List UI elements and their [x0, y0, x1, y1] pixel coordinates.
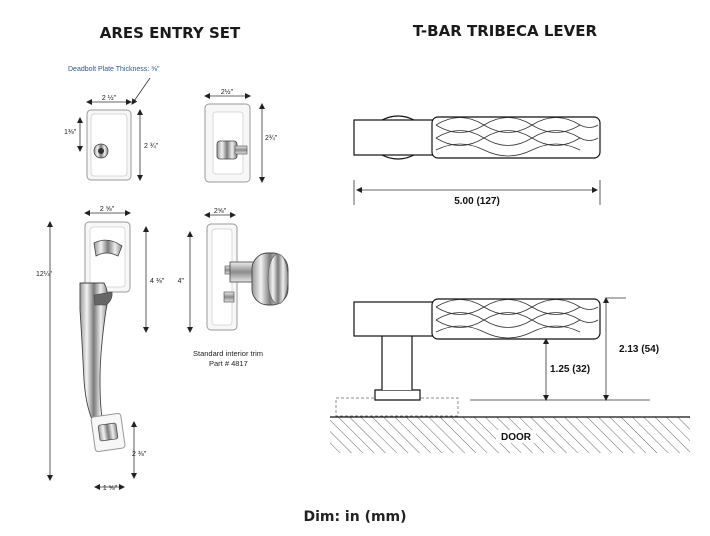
deadbolt-side-view — [204, 103, 251, 183]
cylinder-offset-dim: 1⅜" — [64, 129, 77, 136]
projection-dim: 2.13 (54) — [619, 344, 659, 355]
deadbolt-side-height-dim: 2¾" — [265, 135, 278, 142]
lever-side-view — [335, 298, 601, 417]
right-title: T-BAR TRIBECA LEVER — [413, 22, 598, 40]
handleset-front-view — [79, 221, 131, 453]
units-footer: Dim: in (mm) — [303, 509, 406, 525]
clearance-dim: 1.25 (32) — [550, 364, 590, 375]
interior-caption-line2: Part # 4817 — [209, 359, 248, 368]
deadbolt-front-view — [86, 109, 132, 181]
thumb-turn — [216, 140, 238, 160]
lever-stem-side — [353, 301, 437, 337]
lever-grip-top — [431, 116, 601, 159]
interior-width-dim: 2⅝" — [214, 208, 227, 215]
deadbolt-width-dim: 2 ½" — [102, 94, 117, 102]
handle-grip — [79, 282, 109, 429]
lever-grip-side — [431, 298, 601, 340]
lever-top-view — [353, 115, 601, 160]
handleset-bottom-height-dim: 2 ⅜" — [132, 451, 147, 458]
interior-caption-line1: Standard interior trim — [193, 349, 263, 358]
lever-stem-top — [353, 119, 437, 156]
deadbolt-note-leader — [131, 77, 151, 105]
handleset-grip-height-dim: 4 ⅜" — [150, 278, 165, 285]
left-title: ARES ENTRY SET — [100, 24, 241, 42]
deadbolt-side-width-dim: 2½" — [221, 88, 234, 96]
deadbolt-height-dim: 2 ¾" — [144, 143, 159, 150]
interior-height-dim: 4" — [178, 278, 185, 285]
rose-outline — [335, 397, 459, 417]
handleset-bottom-width-dim: 1 ⅝" — [103, 485, 118, 492]
length-dim: 5.00 (127) — [454, 196, 500, 207]
interior-trim-view — [206, 223, 289, 331]
handleset-total-height-dim: 12¼" — [36, 271, 53, 278]
thumb-lever — [93, 239, 123, 257]
door-label: DOOR — [501, 432, 532, 443]
deadbolt-thickness-note: Deadbolt Plate Thickness: ⅝" — [68, 66, 160, 73]
handleset-top-width-dim: 2 ⅝" — [100, 206, 115, 213]
